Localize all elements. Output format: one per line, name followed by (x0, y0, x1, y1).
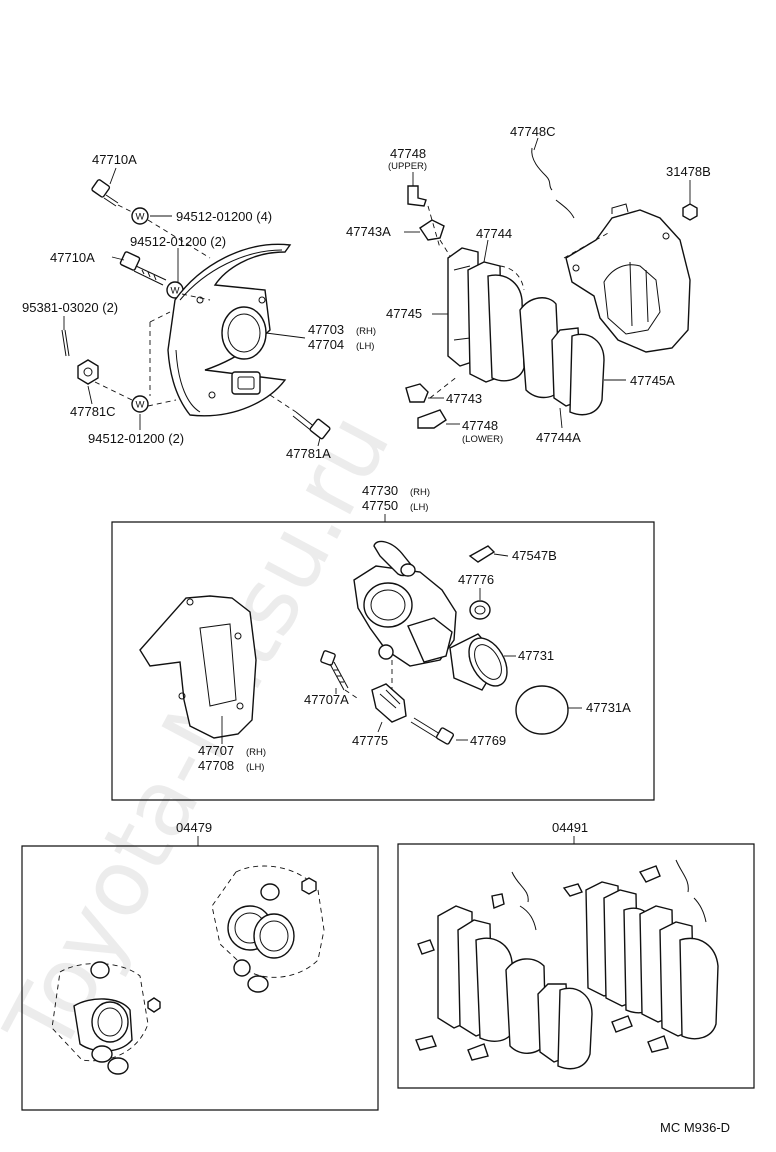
bolt-47710a-top (91, 179, 119, 207)
label-47750-side: (LH) (410, 502, 428, 513)
svg-text:W: W (136, 400, 145, 411)
label-95381-03020: 95381-03020 (2) (22, 300, 118, 315)
cotter-pin-95381 (61, 329, 70, 357)
diagram-code: MC M936-D (660, 1120, 730, 1135)
label-47748-upper-note: (UPPER) (388, 161, 427, 172)
cylinder-piston-47731 (449, 633, 508, 691)
anti-squeal-clip-lower (417, 409, 447, 429)
anti-squeal-clip-upper (407, 185, 427, 207)
washer-94512-top: W (131, 207, 149, 225)
label-47710a-mid: 47710A (50, 250, 95, 265)
label-47703: 47703 (308, 322, 344, 337)
kit-04479-box (21, 845, 379, 1111)
slide-pin-bolt-47707a (320, 650, 349, 691)
kit-04491-box (397, 843, 755, 1089)
label-94512-01200-2-top: 94512-01200 (2) (130, 234, 226, 249)
brake-pad-47744 (467, 261, 525, 383)
label-47745a: 47745A (630, 373, 675, 388)
caliper-assembly-box (111, 521, 655, 801)
label-47707a: 47707A (304, 692, 349, 707)
label-47731: 47731 (518, 648, 554, 663)
nut-47781c (77, 359, 99, 385)
label-47710a-top: 47710A (92, 152, 137, 167)
svg-text:W: W (171, 286, 180, 297)
slide-pin-bolt-47769 (410, 717, 455, 745)
label-47743a: 47743A (346, 224, 391, 239)
label-47731a: 47731A (586, 700, 631, 715)
pad-support-plate-47743a (419, 219, 445, 241)
label-47730-side: (RH) (410, 487, 430, 498)
label-47744: 47744 (476, 226, 512, 241)
pad-support-plate-47743 (405, 383, 429, 403)
bolt-47781a (292, 411, 331, 440)
washer-94512-bottom: W (131, 395, 149, 413)
pad-kit-04491 (415, 859, 719, 1070)
label-04479: 04479 (176, 820, 212, 835)
cylinder-boot-47775 (371, 683, 407, 723)
dust-cover-group: W W W (61, 167, 331, 447)
label-47743: 47743 (446, 391, 482, 406)
label-47748c: 47748C (510, 124, 556, 139)
bolt-47710a-mid (119, 251, 167, 286)
pad-and-torque-plate-group (404, 137, 698, 429)
label-94512-01200-4: 94512-01200 (4) (176, 209, 272, 224)
label-47750: 47750 (362, 498, 398, 513)
svg-text:W: W (136, 212, 145, 223)
piston-seal-47731a (515, 685, 569, 735)
cylinder-slide-bush-47776 (469, 600, 491, 620)
disc-brake-dust-cover (167, 243, 292, 417)
label-04491: 04491 (552, 820, 588, 835)
label-47748-lower: 47748 (462, 418, 498, 433)
label-47748-upper: 47748 (390, 146, 426, 161)
label-47703-side: (RH) (356, 326, 376, 337)
label-31478b: 31478B (666, 164, 711, 179)
bleeder-plug-cap-31478b (682, 203, 698, 221)
label-47707: 47707 (198, 743, 234, 758)
anti-rattle-spring-47748c (531, 147, 575, 219)
label-47704-side: (LH) (356, 341, 374, 352)
label-47776: 47776 (458, 572, 494, 587)
label-47547b: 47547B (512, 548, 557, 563)
label-47748-lower-note: (LOWER) (462, 434, 503, 445)
label-47730: 47730 (362, 483, 398, 498)
caliper-cylinder-body (353, 540, 457, 667)
label-47781a: 47781A (286, 446, 331, 461)
brake-pad-47744a (519, 297, 605, 416)
label-47704: 47704 (308, 337, 344, 352)
label-47775: 47775 (352, 733, 388, 748)
label-47744a: 47744A (536, 430, 581, 445)
label-47781c: 47781C (70, 404, 116, 419)
label-47708-side: (LH) (246, 762, 264, 773)
disc-brake-cylinder-mounting (565, 203, 691, 353)
label-47745: 47745 (386, 306, 422, 321)
bleeder-plug-47547b (468, 545, 496, 563)
label-94512-01200-2-bottom: 94512-01200 (2) (88, 431, 184, 446)
cylinder-kit-04479 (51, 865, 325, 1075)
label-47707-side: (RH) (246, 747, 266, 758)
mounting-bracket-47707 (139, 595, 257, 739)
label-47769: 47769 (470, 733, 506, 748)
caliper-assembly-group (139, 540, 582, 745)
label-47708: 47708 (198, 758, 234, 773)
